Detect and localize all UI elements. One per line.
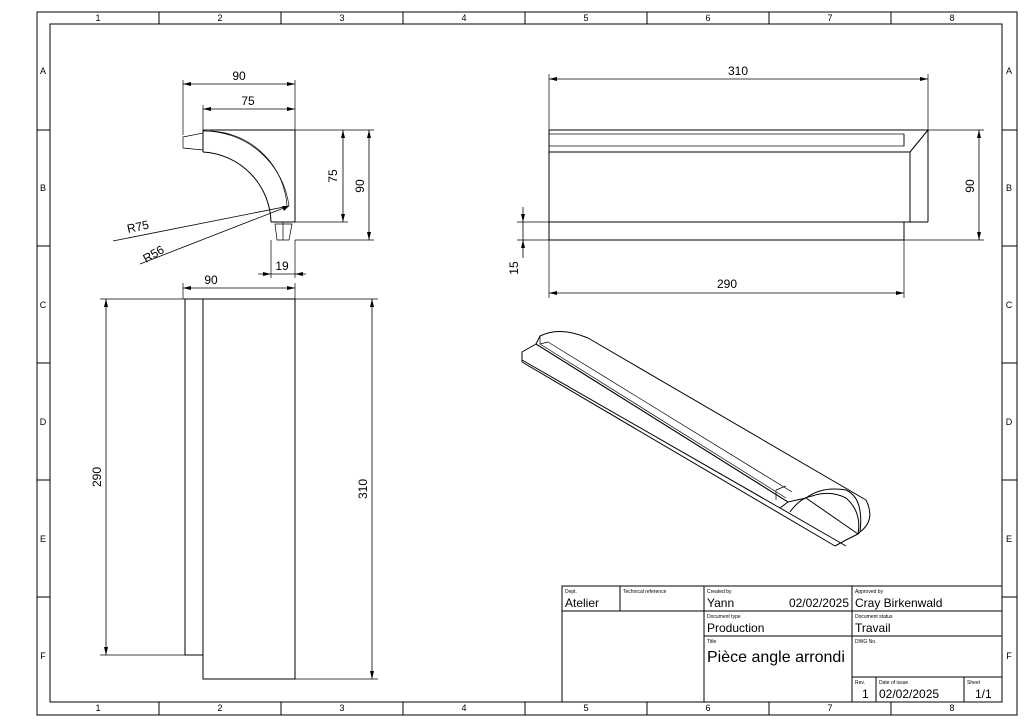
zone-col-3: 3	[339, 13, 344, 23]
tb-docstatus-label: Document status	[855, 614, 893, 620]
zone-row-c-right: C	[1006, 300, 1013, 310]
tb-rev-label: Rev.	[855, 680, 865, 686]
zone-col-8-bottom: 8	[949, 703, 954, 713]
zone-labels: 1 2 3 4 5 6 7 8 1 2 3 4 5 6 7 8 A B C D …	[40, 13, 1013, 713]
tb-dept: Atelier	[565, 596, 599, 610]
zone-col-1: 1	[95, 13, 100, 23]
zone-col-7-bottom: 7	[827, 703, 832, 713]
dim-top-height-outer: 90	[353, 179, 367, 193]
dim-radius-outer: R75	[126, 218, 151, 236]
dim-top-width-inner: 75	[241, 94, 255, 108]
zone-col-1-bottom: 1	[95, 703, 100, 713]
zone-row-d-right: D	[1006, 417, 1013, 427]
zone-row-e: E	[40, 534, 46, 544]
dim-front-length-outer: 310	[356, 479, 370, 499]
tb-dept-label: Dept.	[565, 589, 577, 595]
tb-created-date: 02/02/2025	[789, 596, 849, 610]
top-view: R75 R56 90 75 75 90 19	[112, 69, 374, 278]
zone-row-a: A	[40, 66, 46, 76]
tb-sheet-label: Sheet	[967, 680, 981, 686]
tb-doctype-label: Document type	[707, 614, 741, 620]
zone-row-c: C	[40, 300, 47, 310]
tb-rev: 1	[862, 687, 869, 701]
zone-col-4: 4	[461, 13, 466, 23]
dim-top-height-inner: 75	[326, 169, 340, 183]
tb-issue-date: 02/02/2025	[879, 687, 939, 701]
zone-col-7: 7	[827, 13, 832, 23]
tb-title: Pièce angle arrondi	[707, 649, 845, 666]
zone-col-8: 8	[949, 13, 954, 23]
tb-techref-label: Technical reference	[623, 589, 667, 595]
zone-col-4-bottom: 4	[461, 703, 466, 713]
dim-radius-inner: R56	[141, 242, 167, 265]
zone-row-e-right: E	[1006, 534, 1012, 544]
dim-side-length-inner: 290	[717, 277, 737, 291]
tb-docstatus: Travail	[855, 621, 891, 635]
tb-approved-label: Approved by	[855, 589, 884, 595]
zone-col-3-bottom: 3	[339, 703, 344, 713]
tb-issue-label: Date of issue	[879, 680, 908, 686]
dim-slot-width: 19	[275, 259, 289, 273]
tb-dwg-label: DWG No.	[855, 639, 876, 645]
tb-doctype: Production	[707, 621, 764, 635]
tb-sheet: 1/1	[975, 687, 992, 701]
dim-side-length-outer: 310	[728, 64, 748, 78]
tb-created-by: Yann	[707, 596, 734, 610]
zone-col-5: 5	[583, 13, 588, 23]
zone-row-a-right: A	[1006, 66, 1012, 76]
front-view: 90 290 310	[90, 273, 378, 680]
title-block: Dept. Atelier Technical reference Create…	[561, 585, 1003, 703]
dim-front-length-inner: 290	[90, 467, 104, 487]
zone-col-2-bottom: 2	[217, 703, 222, 713]
zone-col-6: 6	[705, 13, 710, 23]
zone-ticks	[37, 12, 1017, 715]
dim-side-step: 15	[507, 261, 521, 275]
side-view: 310 90 15 290	[507, 64, 984, 298]
zone-row-d: D	[40, 417, 47, 427]
zone-row-b: B	[40, 183, 46, 193]
isometric-view	[521, 331, 871, 547]
zone-col-5-bottom: 5	[583, 703, 588, 713]
zone-row-f-right: F	[1006, 651, 1012, 661]
dim-top-width-outer: 90	[232, 69, 246, 83]
zone-row-f: F	[40, 651, 46, 661]
zone-col-6-bottom: 6	[705, 703, 710, 713]
tb-created-label: Created by	[707, 589, 732, 595]
dim-side-height: 90	[963, 179, 977, 193]
tb-approved-by: Cray Birkenwald	[855, 596, 942, 610]
dim-front-width: 90	[204, 273, 218, 287]
zone-row-b-right: B	[1006, 183, 1012, 193]
zone-col-2: 2	[217, 13, 222, 23]
tb-title-label: Title	[707, 639, 716, 645]
